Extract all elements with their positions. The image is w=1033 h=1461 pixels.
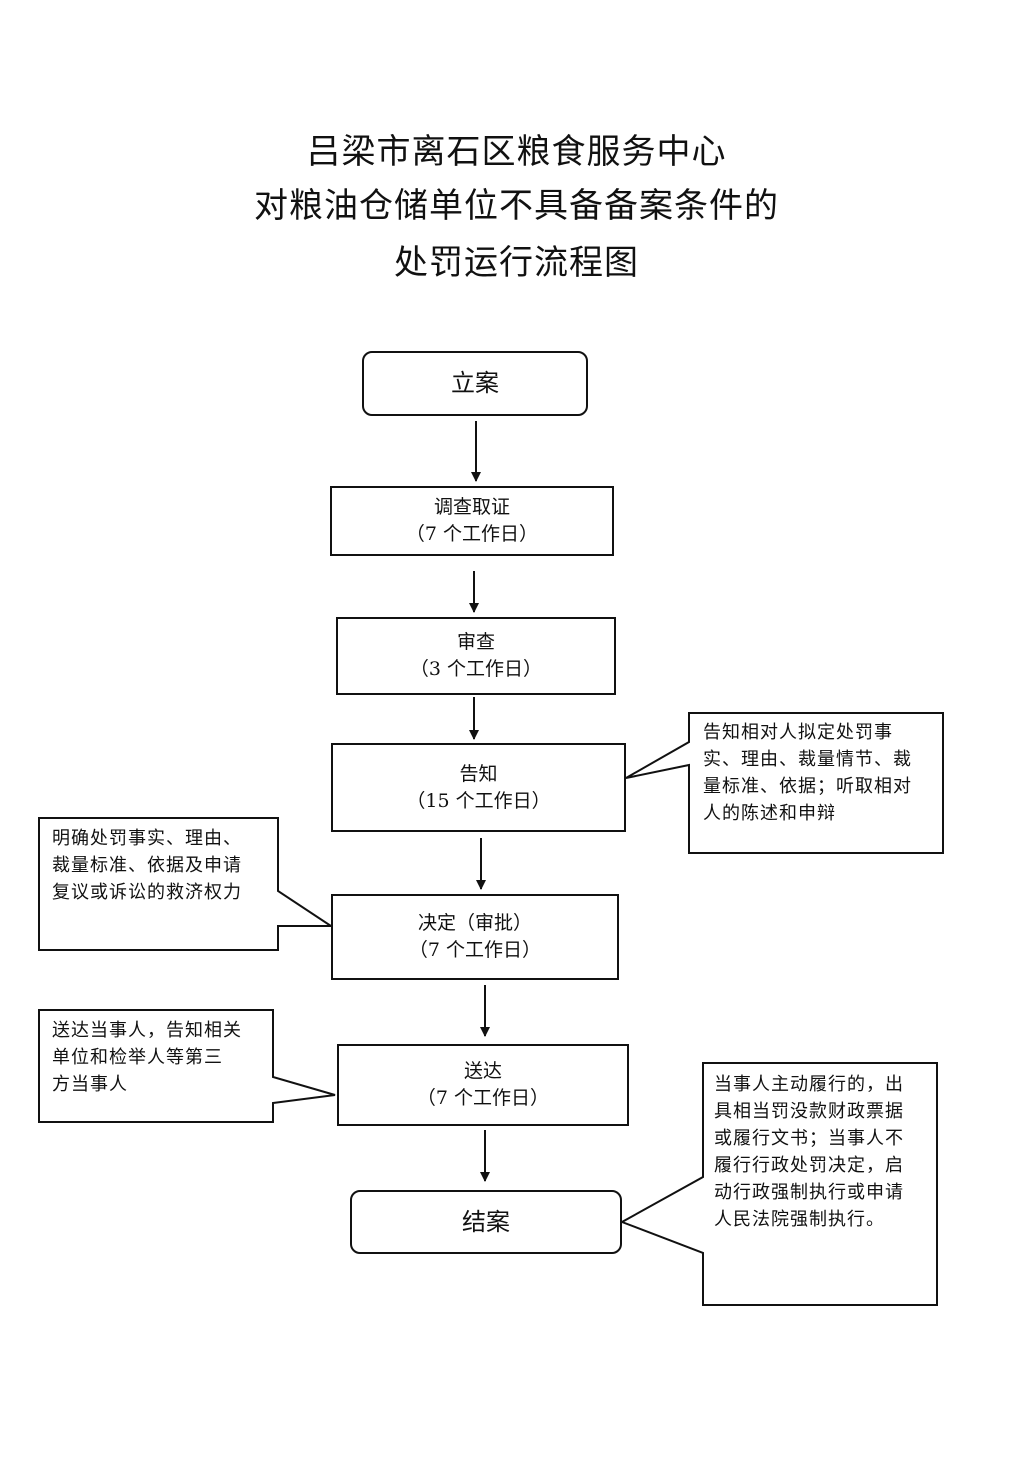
title-line-2: 对粮油仓储单位不具备备案条件的 xyxy=(254,186,779,226)
note-gaozhi-text: 告知相对人拟定处罚事 实、理由、裁量情节、裁 量标准、依据；听取相对 人的陈述和… xyxy=(703,722,912,824)
callout-jiean-note xyxy=(619,1062,938,1306)
step-jueding-days: （7 个工作日） xyxy=(408,939,542,961)
callout-gaozhi-note xyxy=(625,712,944,854)
callout-jueding-note xyxy=(38,817,335,951)
step-lian-label: 立案 xyxy=(451,369,499,397)
title-line-3: 处罚运行流程图 xyxy=(394,243,639,283)
step-shencha-box: 审查 （3 个工作日） xyxy=(336,617,616,695)
title-line-1: 吕梁市离石区粮食服务中心 xyxy=(306,132,727,172)
step-songda-label: 送达 xyxy=(463,1060,502,1082)
step-songda-days: （7 个工作日） xyxy=(416,1087,550,1109)
note-songda-text: 送达当事人，告知相关 单位和检举人等第三 方当事人 xyxy=(52,1020,242,1095)
note-jiean-text: 当事人主动履行的，出 具相当罚没款财政票据 或履行文书；当事人不 履行行政处罚决… xyxy=(714,1074,904,1230)
step-songda-box: 送达 （7 个工作日） xyxy=(337,1044,629,1126)
step-shencha-label: 审查 xyxy=(456,631,495,653)
step-gaozhi-days: （15 个工作日） xyxy=(406,789,551,812)
step-gaozhi-box: 告知 （15 个工作日） xyxy=(331,743,626,832)
step-jiean-label: 结案 xyxy=(462,1207,510,1236)
note-jueding-text: 明确处罚事实、理由、 裁量标准、依据及申请 复议或诉讼的救济权力 xyxy=(52,828,242,903)
step-diaocha-label: 调查取证 xyxy=(433,496,510,518)
step-shencha-days: （3 个工作日） xyxy=(409,658,543,680)
step-lian-box: 立案 xyxy=(362,351,588,416)
step-gaozhi-label: 告知 xyxy=(459,762,498,785)
step-diaocha-days: （7 个工作日） xyxy=(405,523,539,545)
step-jueding-box: 决定（审批） （7 个工作日） xyxy=(331,894,619,980)
step-jueding-label: 决定（审批） xyxy=(417,912,532,934)
step-diaocha-box: 调查取证 （7 个工作日） xyxy=(330,486,614,556)
step-jiean-box: 结案 xyxy=(350,1190,622,1254)
callout-songda-note xyxy=(38,1009,336,1123)
